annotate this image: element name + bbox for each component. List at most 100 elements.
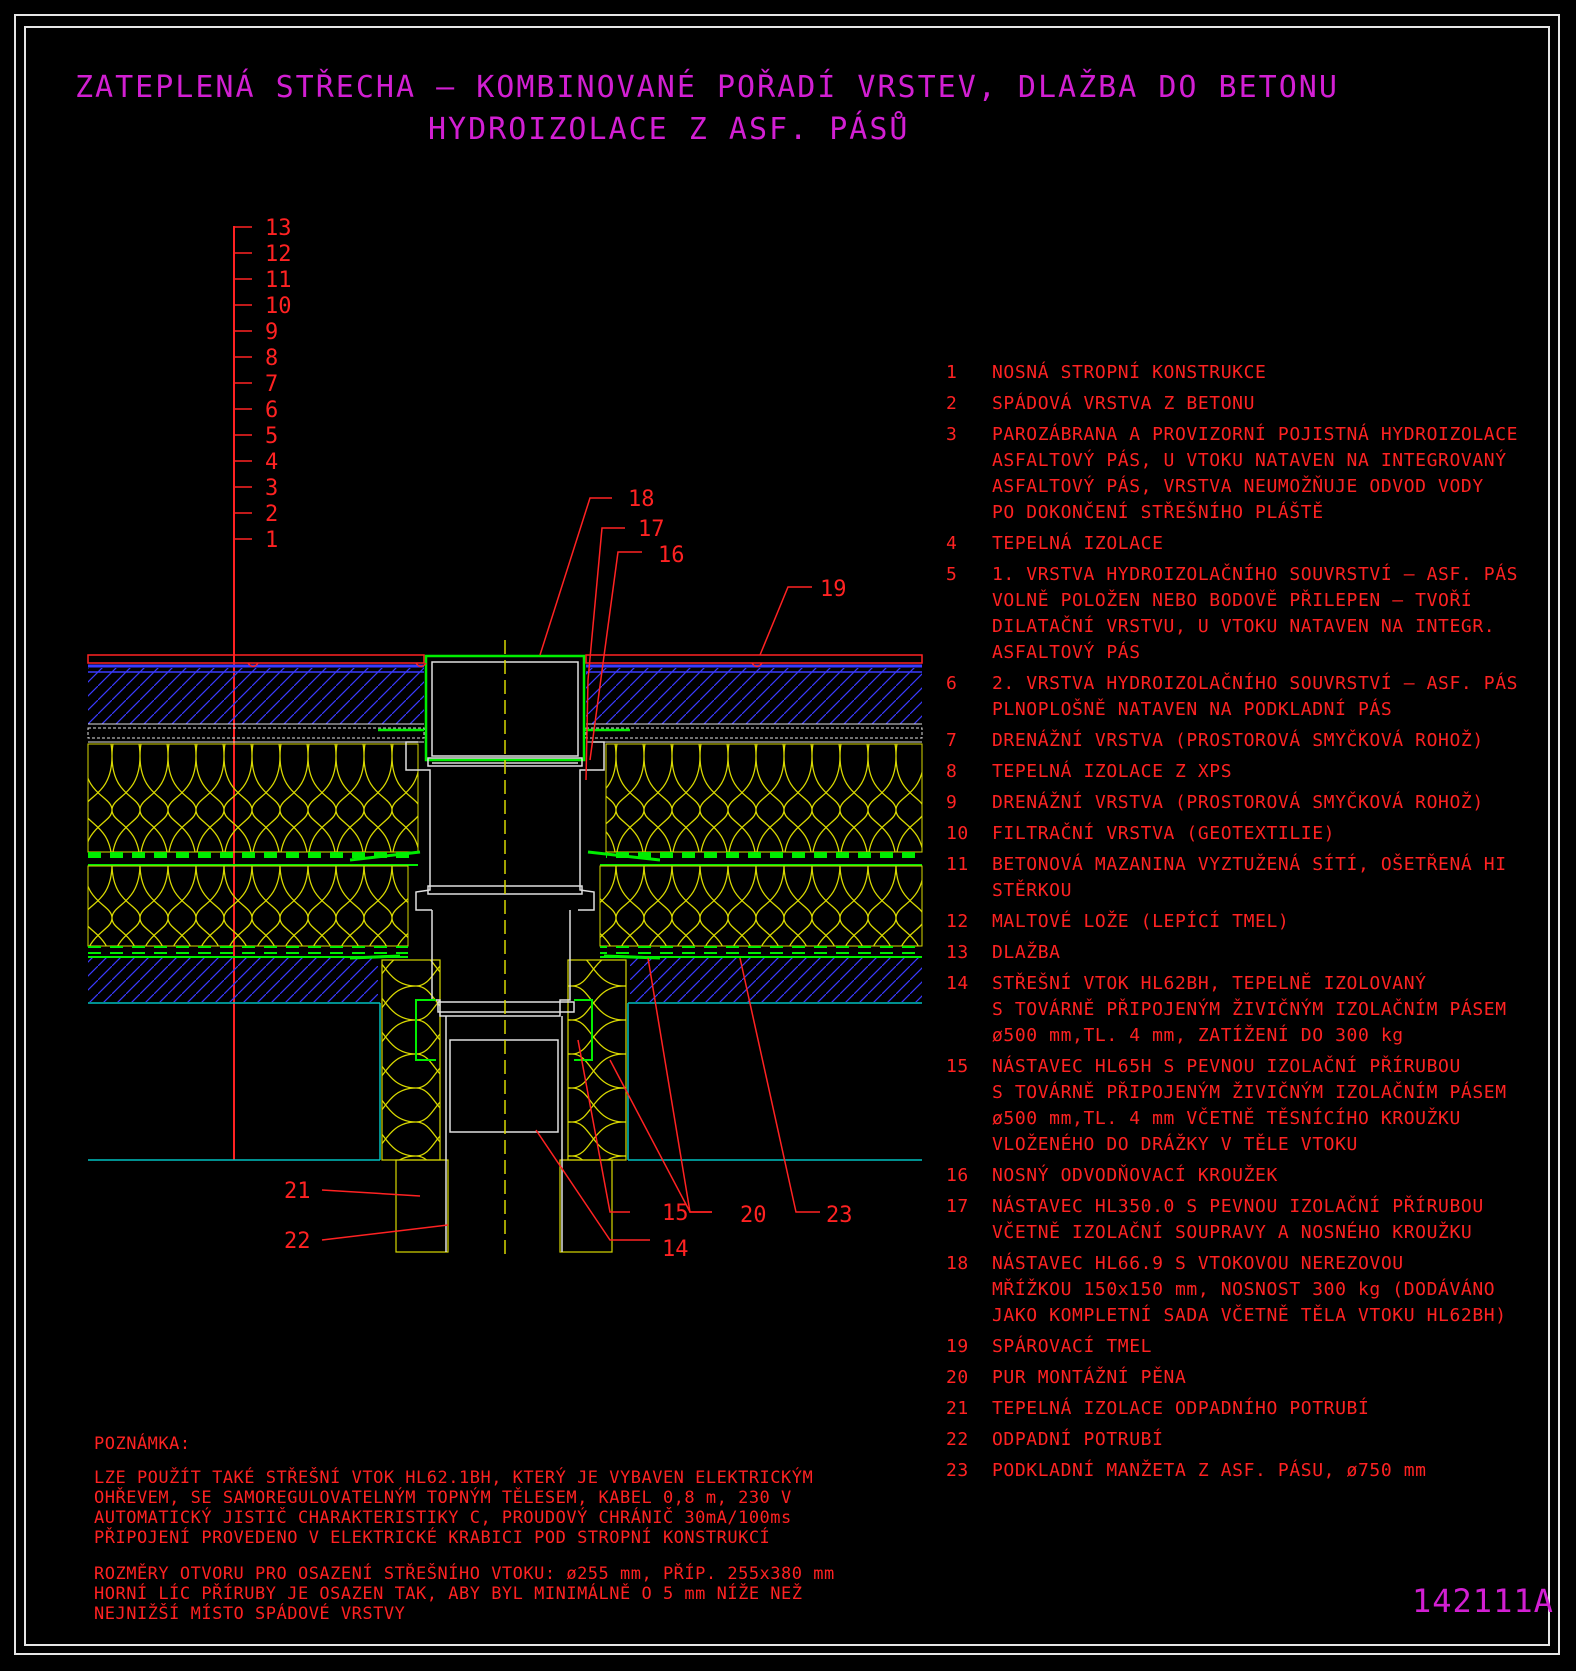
legend-number: 19 [946,1336,969,1357]
sealant-marks [247,662,763,668]
layer-label: 2 [265,502,278,527]
legend-number: 2 [946,393,958,414]
legend-item: 12 MALTOVÉ LOŽE (LEPÍCÍ TMEL) [946,909,1566,935]
legend-number: 10 [946,823,969,844]
legend-item: 18 NÁSTAVEC HL66.9 S VTOKOVOU NEREZOVOU M… [946,1251,1566,1329]
layer-label: 5 [265,424,278,449]
legend-text: DRENÁŽNÍ VRSTVA (PROSTOROVÁ SMYČKOVÁ ROH… [992,730,1484,751]
callout-19: 19 [820,577,847,602]
layer-label: 12 [265,242,292,267]
callout-22: 22 [284,1229,311,1254]
layer-label: 9 [265,320,278,345]
legend-text: DRENÁŽNÍ VRSTVA (PROSTOROVÁ SMYČKOVÁ ROH… [992,792,1484,813]
title-line-2: HYDROIZOLACE Z ASF. PÁSŮ [428,112,910,147]
legend-item: 5 1. VRSTVA HYDROIZOLAČNÍHO SOUVRSTVÍ – A… [946,562,1566,666]
legend-text: SPÁDOVÁ VRSTVA Z BETONU [992,393,1256,414]
legend-number: 8 [946,761,958,782]
legend-item: 10 FILTRAČNÍ VRSTVA (GEOTEXTILIE) [946,821,1566,847]
leader-lines [321,497,820,1241]
legend-number: 14 [946,973,969,994]
legend-text: SPÁROVACÍ TMEL [992,1336,1153,1357]
layer-label: 10 [265,294,292,319]
legend-text: 2. VRSTVA HYDROIZOLAČNÍHO SOUVRSTVÍ – AS… [992,673,1519,720]
legend-item: 4 TEPELNÁ IZOLACE [946,531,1566,557]
legend-number: 15 [946,1056,969,1077]
legend-number: 23 [946,1460,969,1481]
legend-item: 11 BETONOVÁ MAZANINA VYZTUŽENÁ SÍTÍ, OŠET… [946,852,1566,904]
legend-item: 13 DLAŽBA [946,940,1566,966]
legend-text: BETONOVÁ MAZANINA VYZTUŽENÁ SÍTÍ, OŠETŘE… [992,854,1507,901]
legend-number: 4 [946,533,958,554]
legend-number: 3 [946,424,958,445]
callout-20: 20 [740,1203,767,1228]
drawing-frame-outer [14,14,1560,1655]
legend-text: FILTRAČNÍ VRSTVA (GEOTEXTILIE) [992,823,1336,844]
callout-23: 23 [826,1203,853,1228]
legend-item: 16 NOSNÝ ODVODŇOVACÍ KROUŽEK [946,1163,1566,1189]
legend-number: 13 [946,942,969,963]
legend-text: 1. VRSTVA HYDROIZOLAČNÍHO SOUVRSTVÍ – AS… [992,564,1519,663]
legend-text: PAROZÁBRANA A PROVIZORNÍ POJISTNÁ HYDROI… [992,424,1519,523]
note-heading: POZNÁMKA: [94,1434,191,1454]
legend-number: 6 [946,673,958,694]
legend-number: 1 [946,362,958,383]
legend-item: 1 NOSNÁ STROPNÍ KONSTRUKCE [946,360,1566,386]
legend-item: 3 PAROZÁBRANA A PROVIZORNÍ POJISTNÁ HYDRO… [946,422,1566,526]
legend-text: NOSNÝ ODVODŇOVACÍ KROUŽEK [992,1165,1278,1186]
callout-16: 16 [658,543,685,568]
layer-label: 11 [265,268,292,293]
legend-text: ODPADNÍ POTRUBÍ [992,1429,1164,1450]
legend-item: 19 SPÁROVACÍ TMEL [946,1334,1566,1360]
legend-number: 5 [946,564,958,585]
legend-text: MALTOVÉ LOŽE (LEPÍCÍ TMEL) [992,911,1290,932]
layer-label: 7 [265,372,278,397]
legend-text: PODKLADNÍ MANŽETA Z ASF. PÁSU, ø750 mm [992,1460,1427,1481]
legend-number: 9 [946,792,958,813]
note-paragraph-1: LZE POUŽÍT TAKÉ STŘEŠNÍ VTOK HL62.1BH, K… [94,1468,814,1548]
callout-17: 17 [638,517,665,542]
layer-label: 8 [265,346,278,371]
callout-18: 18 [628,487,655,512]
legend-text: NÁSTAVEC HL350.0 S PEVNOU IZOLAČNÍ PŘÍRU… [992,1196,1484,1243]
legend-item: 9 DRENÁŽNÍ VRSTVA (PROSTOROVÁ SMYČKOVÁ RO… [946,790,1566,816]
layer-label: 4 [265,450,278,475]
legend-text: TEPELNÁ IZOLACE ODPADNÍHO POTRUBÍ [992,1398,1370,1419]
legend-item: 23 PODKLADNÍ MANŽETA Z ASF. PÁSU, ø750 mm [946,1458,1566,1484]
drawing-number: 142111A [1412,1582,1554,1620]
legend-item: 6 2. VRSTVA HYDROIZOLAČNÍHO SOUVRSTVÍ – A… [946,671,1566,723]
legend-text: TEPELNÁ IZOLACE Z XPS [992,761,1233,782]
legend-text: NOSNÁ STROPNÍ KONSTRUKCE [992,362,1267,383]
legend-number: 18 [946,1253,969,1274]
note-paragraph-2: ROZMĚRY OTVORU PRO OSAZENÍ STŘEŠNÍHO VTO… [94,1564,835,1624]
legend: 1 NOSNÁ STROPNÍ KONSTRUKCE 2 SPÁDOVÁ VRSTVA… [946,360,1566,1489]
legend-number: 21 [946,1398,969,1419]
legend-item: 8 TEPELNÁ IZOLACE Z XPS [946,759,1566,785]
drawing-frame-inner [24,26,1550,1646]
legend-item: 7 DRENÁŽNÍ VRSTVA (PROSTOROVÁ SMYČKOVÁ RO… [946,728,1566,754]
layer-label: 1 [265,528,278,553]
legend-number: 12 [946,911,969,932]
callout-21: 21 [284,1179,311,1204]
legend-number: 16 [946,1165,969,1186]
legend-text: STŘEŠNÍ VTOK HL62BH, TEPELNĚ IZOLOVANÝ S… [992,973,1507,1046]
legend-number: 20 [946,1367,969,1388]
legend-text: NÁSTAVEC HL66.9 S VTOKOVOU NEREZOVOU MŘÍ… [992,1253,1507,1326]
layer-label: 6 [265,398,278,423]
legend-text: DLAŽBA [992,942,1061,963]
legend-item: 2 SPÁDOVÁ VRSTVA Z BETONU [946,391,1566,417]
legend-text: TEPELNÁ IZOLACE [992,533,1164,554]
legend-item: 14 STŘEŠNÍ VTOK HL62BH, TEPELNĚ IZOLOVANÝ… [946,971,1566,1049]
roof-drain-body [349,640,661,1255]
legend-item: 17 NÁSTAVEC HL350.0 S PEVNOU IZOLAČNÍ PŘÍ… [946,1194,1566,1246]
callout-14: 14 [662,1237,689,1262]
legend-number: 17 [946,1196,969,1217]
legend-item: 21 TEPELNÁ IZOLACE ODPADNÍHO POTRUBÍ [946,1396,1566,1422]
roof-layers-right [585,654,923,1161]
legend-number: 11 [946,854,969,875]
legend-number: 7 [946,730,958,751]
